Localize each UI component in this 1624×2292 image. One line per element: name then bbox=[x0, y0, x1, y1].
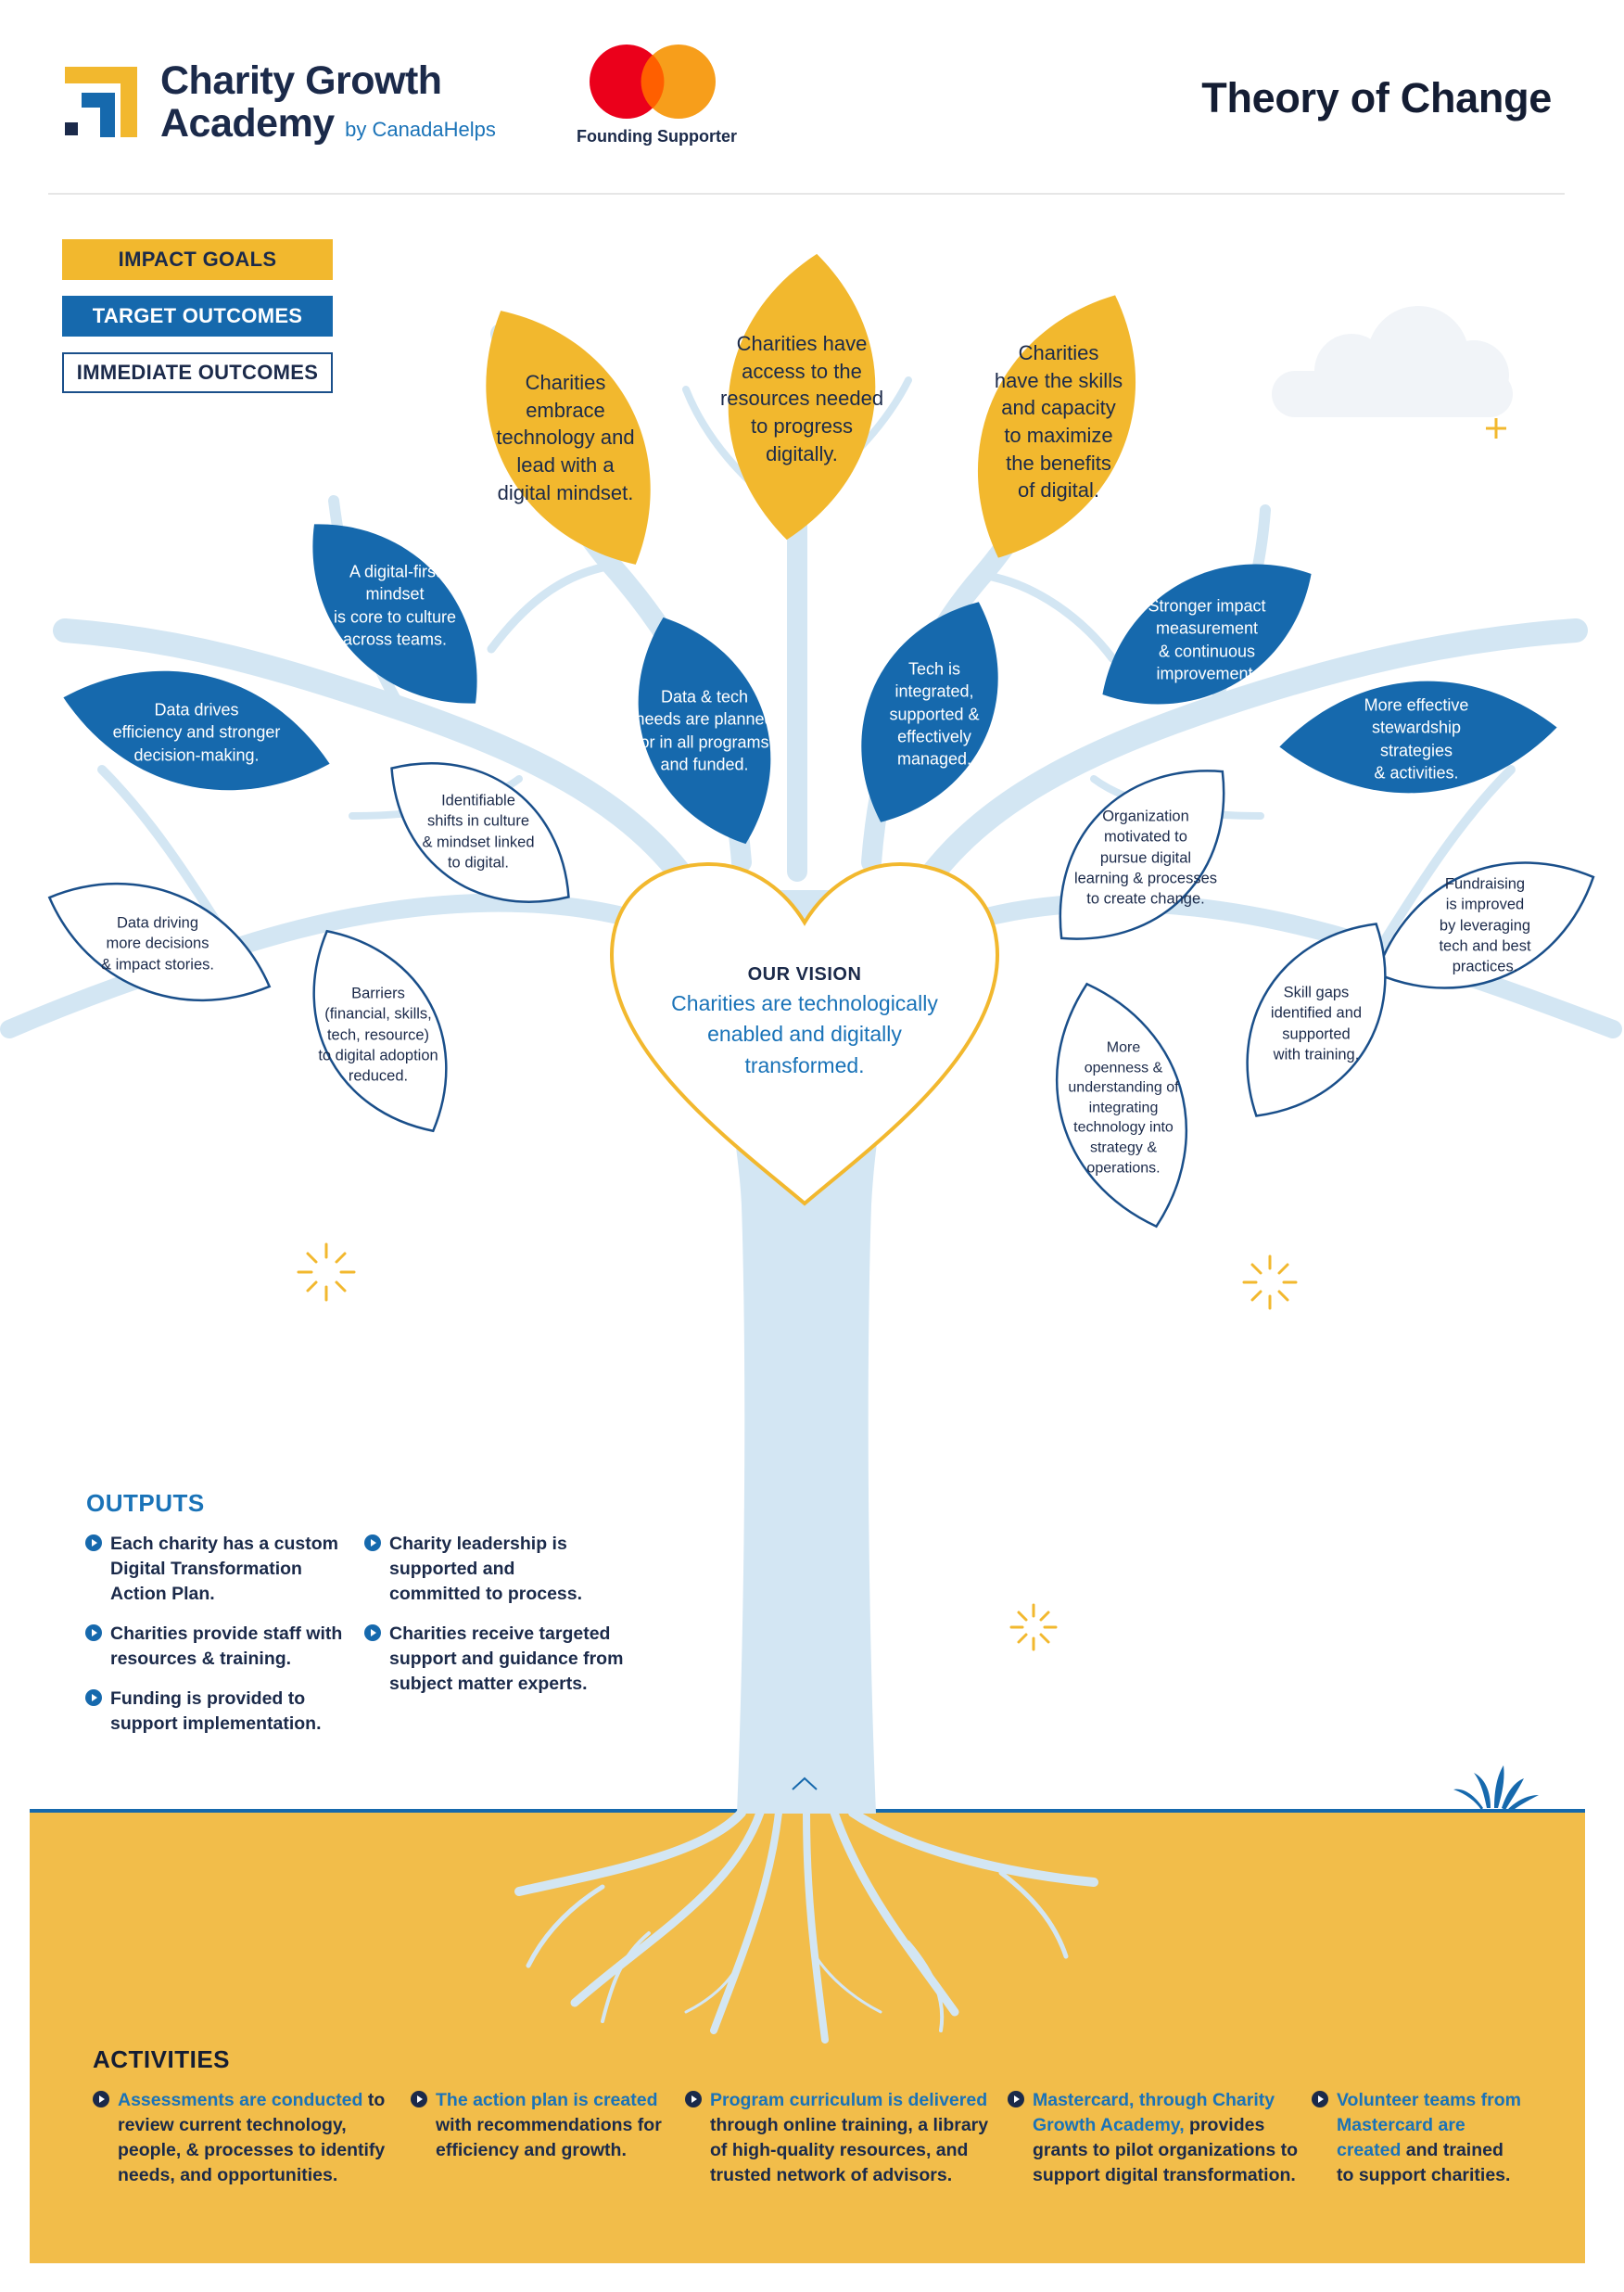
bullet-arrow-icon bbox=[85, 1689, 102, 1706]
tree-roots bbox=[514, 1808, 1098, 2044]
brand-line2-text: Academy bbox=[160, 101, 335, 146]
bullet-arrow-icon bbox=[85, 1534, 102, 1551]
target-outcome-leaf bbox=[1102, 564, 1312, 705]
activity-item: Volunteer teams from Mastercard are crea… bbox=[1312, 2088, 1525, 2188]
target-outcome-leaf bbox=[638, 617, 771, 845]
legend-impact-goals: IMPACT GOALS bbox=[62, 239, 333, 280]
output-item: Funding is provided to support implement… bbox=[85, 1687, 354, 1737]
activity-item: The action plan is created with recommen… bbox=[411, 2088, 672, 2163]
sparkle-decoration bbox=[297, 1242, 1298, 1651]
immediate-outcome-leaf bbox=[312, 929, 448, 1133]
header-divider bbox=[48, 193, 1565, 195]
vision-text: Charities are technologically enabled an… bbox=[671, 991, 938, 1077]
brand-name: Charity Growth Academy by CanadaHelps bbox=[160, 59, 496, 151]
output-item: Charities provide staff with resources &… bbox=[85, 1622, 354, 1672]
grass-decoration bbox=[1453, 1765, 1539, 1812]
impact-goal-leaf bbox=[978, 295, 1136, 558]
target-outcome-leaf bbox=[63, 670, 330, 791]
target-outcome-leaf bbox=[1279, 681, 1557, 794]
cloud-decoration bbox=[1272, 306, 1513, 417]
immediate-outcome-leaf bbox=[1059, 770, 1225, 940]
outputs-title: OUTPUTS bbox=[86, 1489, 205, 1517]
activity-item: Assessments are conducted to review curr… bbox=[93, 2088, 399, 2188]
bullet-arrow-icon bbox=[685, 2091, 702, 2107]
target-outcome-leaf bbox=[861, 602, 998, 822]
mastercard-logo-icon bbox=[590, 45, 716, 119]
plus-decoration bbox=[1486, 418, 1506, 439]
bullet-arrow-icon bbox=[1008, 2091, 1024, 2107]
page-title: Theory of Change bbox=[1201, 74, 1552, 121]
immediate-outcome-leaf bbox=[390, 762, 570, 903]
immediate-outcome-leaf bbox=[1246, 923, 1387, 1117]
activity-item: Mastercard, through Charity Growth Acade… bbox=[1008, 2088, 1300, 2188]
legend-target-outcomes: TARGET OUTCOMES bbox=[62, 296, 333, 337]
vision-title: OUR VISION bbox=[747, 964, 862, 985]
impact-goal-leaf bbox=[728, 253, 876, 541]
brand-byline: by CanadaHelps bbox=[345, 118, 496, 141]
output-item: Charities receive targeted support and g… bbox=[364, 1622, 633, 1697]
cga-logo-icon bbox=[65, 67, 137, 137]
bullet-arrow-icon bbox=[411, 2091, 427, 2107]
output-item: Each charity has a custom Digital Transf… bbox=[85, 1532, 354, 1607]
activities-title: ACTIVITIES bbox=[93, 2045, 231, 2073]
bullet-arrow-icon bbox=[1312, 2091, 1328, 2107]
bullet-arrow-icon bbox=[93, 2091, 109, 2107]
immediate-outcome-leaf bbox=[47, 883, 272, 1001]
impact-goal-leaf bbox=[486, 311, 651, 565]
sponsor-label: Founding Supporter bbox=[577, 127, 737, 146]
target-outcome-leaf bbox=[312, 524, 477, 704]
activity-item: Program curriculum is delivered through … bbox=[685, 2088, 991, 2188]
legend-immediate-outcomes: IMMEDIATE OUTCOMES bbox=[62, 352, 333, 393]
immediate-outcome-label: Barriers(financial, skills,tech, resourc… bbox=[318, 985, 438, 1085]
brand-line2: Academy by CanadaHelps bbox=[160, 102, 496, 151]
bullet-arrow-icon bbox=[364, 1624, 381, 1641]
immediate-outcome-leaf bbox=[1056, 982, 1187, 1229]
bullet-arrow-icon bbox=[85, 1624, 102, 1641]
brand-line1: Charity Growth bbox=[160, 58, 442, 103]
bullet-arrow-icon bbox=[364, 1534, 381, 1551]
output-item: Charity leadership is supported and comm… bbox=[364, 1532, 601, 1607]
vision-heart bbox=[609, 861, 1000, 1206]
